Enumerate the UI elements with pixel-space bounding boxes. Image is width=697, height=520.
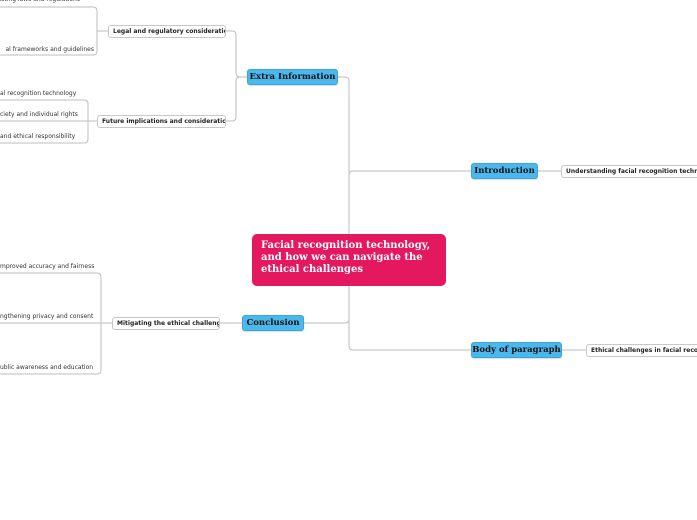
leaf-label: al frameworks and guidelines <box>5 46 94 53</box>
leaf-impact-society[interactable]: ciety and individual rights <box>0 111 78 119</box>
leaf-label: Existing laws and regulations <box>0 0 80 3</box>
leaf-public-awareness[interactable]: ublic awareness and education <box>0 364 93 372</box>
leaf-label: ublic awareness and education <box>0 364 94 371</box>
central-topic-label: Facial recognition technology, and how w… <box>261 240 431 275</box>
leaf-label: mproved accuracy and fairness <box>0 263 95 270</box>
leaf-label: and ethical responsibility <box>0 133 76 140</box>
main-topic-conclusion[interactable]: Conclusion <box>242 315 304 331</box>
subtopic-future-implications[interactable]: Future implications and considerations <box>97 115 226 128</box>
subtopic-label: Mitigating the ethical challenges <box>117 320 220 327</box>
main-topic-label: Extra Information <box>249 72 336 82</box>
leaf-existing-laws[interactable]: Existing laws and regulations <box>0 0 80 4</box>
subtopic-understanding-frt[interactable]: Understanding facial recognition technol… <box>561 165 697 178</box>
leaf-innovation-responsibility[interactable]: and ethical responsibility <box>0 133 75 141</box>
main-topic-introduction[interactable]: Introduction <box>471 163 538 179</box>
main-topic-label: Conclusion <box>246 318 300 328</box>
main-topic-label: Introduction <box>474 166 535 176</box>
leaf-label: al recognition technology <box>0 90 77 97</box>
subtopic-label: Future implications and considerations <box>102 118 226 125</box>
subtopic-label: Understanding facial recognition technol… <box>566 168 697 175</box>
main-topic-extra-information[interactable]: Extra Information <box>247 69 338 85</box>
main-topic-label: Body of paragraph <box>472 345 561 355</box>
subtopic-ethical-challenges[interactable]: Ethical challenges in facial recognition <box>586 344 697 357</box>
leaf-strengthening-privacy[interactable]: ngthening privacy and consent <box>0 313 93 321</box>
leaf-improved-accuracy[interactable]: mproved accuracy and fairness <box>0 263 94 271</box>
leaf-label: ciety and individual rights <box>0 111 78 118</box>
subtopic-legal-regulatory[interactable]: Legal and regulatory considerations <box>108 25 226 38</box>
main-topic-body-of-paragraph[interactable]: Body of paragraph <box>471 342 562 358</box>
subtopic-label: Legal and regulatory considerations <box>113 28 226 35</box>
leaf-proposed-frameworks[interactable]: al frameworks and guidelines <box>0 46 94 54</box>
central-topic[interactable]: Facial recognition technology, and how w… <box>252 234 446 286</box>
leaf-label: ngthening privacy and consent <box>0 313 94 320</box>
subtopic-mitigating-challenges[interactable]: Mitigating the ethical challenges <box>112 317 220 330</box>
leaf-advancements-frt[interactable]: al recognition technology <box>0 90 76 98</box>
subtopic-label: Ethical challenges in facial recognition <box>591 347 697 354</box>
